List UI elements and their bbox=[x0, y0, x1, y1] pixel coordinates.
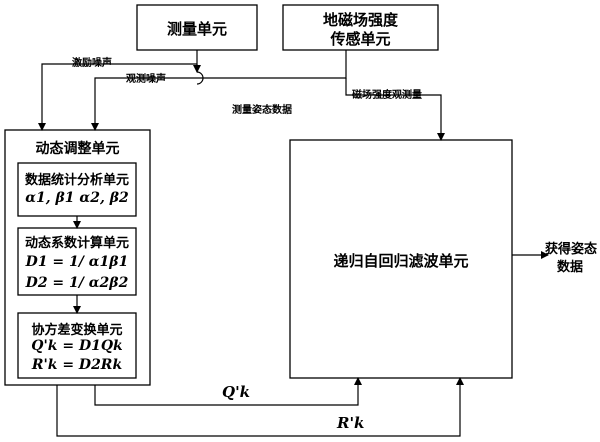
measurement-unit-label: 测量单元 bbox=[166, 20, 227, 38]
observation-noise-label: 观测噪声 bbox=[126, 74, 166, 85]
cov-unit-label: 协方差变换单元 bbox=[31, 323, 123, 338]
stats-params: α1, β1 α2, β2 bbox=[25, 190, 129, 206]
observation-noise-line bbox=[91, 50, 347, 131]
output-label-2: 数据 bbox=[557, 260, 584, 275]
stats-unit-label: 数据统计分析单元 bbox=[24, 173, 129, 188]
output-label-1: 获得姿态 bbox=[545, 242, 598, 257]
r-prime-label: R'k bbox=[337, 414, 365, 432]
coef-unit-label: 动态系数计算单元 bbox=[24, 236, 129, 251]
q-prime-line bbox=[94, 377, 362, 406]
field-strength-line bbox=[345, 78, 445, 141]
field-strength-label: 磁场强度观测量 bbox=[352, 90, 422, 101]
coef-d1: D1 = 1/ α1β1 bbox=[25, 254, 129, 270]
coef-d2: D2 = 1/ α2β2 bbox=[25, 275, 129, 291]
recursive-filter-label: 递归自回归滤波单元 bbox=[333, 252, 469, 270]
excitation-noise-label: 激励噪声 bbox=[72, 58, 112, 69]
geomag-sensor-label-2: 传感单元 bbox=[330, 30, 391, 48]
cov-r: R'k = D2Rk bbox=[31, 357, 123, 373]
q-prime-label: Q'k bbox=[222, 383, 251, 401]
geomag-sensor-label-1: 地磁场强度 bbox=[322, 11, 398, 29]
attitude-data-label: 测量姿态数据 bbox=[232, 105, 292, 116]
r-prime-line bbox=[56, 377, 464, 437]
dynamic-adjust-label: 动态调整单元 bbox=[35, 141, 120, 157]
cov-q: Q'k = D1Qk bbox=[31, 338, 123, 354]
geomag-sensor-box bbox=[282, 4, 439, 51]
excitation-noise-line bbox=[38, 50, 198, 131]
recursive-filter-box bbox=[289, 139, 513, 379]
dynamic-adjust-box bbox=[4, 129, 151, 386]
crossover-hop bbox=[196, 71, 204, 85]
